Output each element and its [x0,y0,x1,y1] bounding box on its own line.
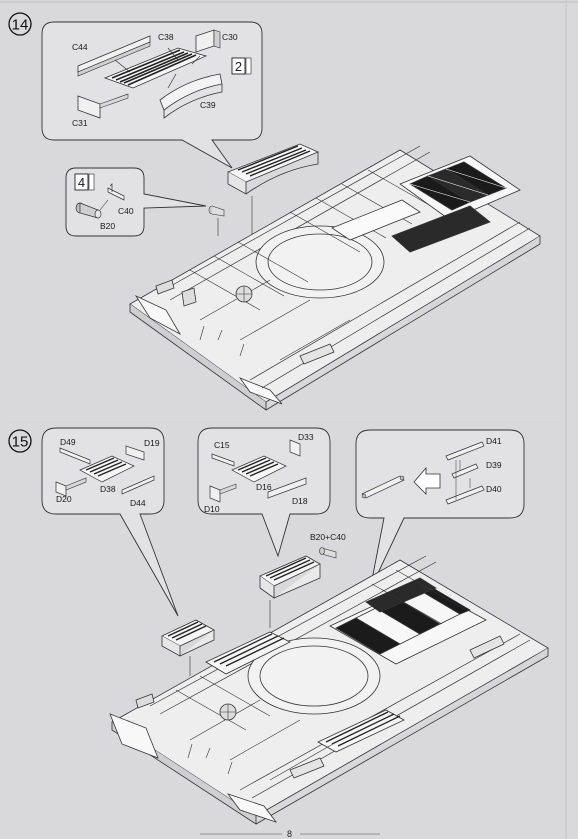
part-d41 [445,441,485,461]
part-d18 [267,477,307,499]
part-d19 [125,445,145,461]
step-15-small-part [319,547,337,559]
part-d33 [289,439,301,457]
part-d49 [59,447,91,465]
step-15-callout-mid [197,427,331,558]
label-d16: D16 [256,482,272,492]
part-d16 [231,455,287,483]
part-d39 [451,463,479,479]
step-15-subassembly-left [161,619,215,657]
label-d38: D38 [100,484,116,494]
label-d18: D18 [292,496,308,506]
part-c38 [103,47,208,89]
part-d10 [209,483,237,503]
part-c44 [77,35,151,77]
label-c40: C40 [118,206,134,216]
step-14: 14 C44 C38 C30 C [8,12,541,411]
label-c15: C15 [214,440,230,450]
label-d49: D49 [60,437,76,447]
step-15-badge [8,429,32,453]
part-c39 [159,73,223,119]
step-15-callout-left [41,427,179,617]
label-d44: D44 [130,498,146,508]
step-14-number: 14 [12,17,29,34]
label-b20-c40: B20+C40 [310,532,346,542]
part-c15 [211,453,235,467]
label-d19: D19 [144,438,160,448]
label-d41: D41 [486,436,502,446]
step-14-subassembly [227,143,320,195]
step-15-callout-right [355,429,525,591]
step-15-subassembly-mid [259,555,321,599]
label-c38: C38 [158,32,174,42]
part-c31 [77,93,129,119]
step-14-small-part [208,205,225,217]
label-c44: C44 [72,42,88,52]
label-c30: C30 [222,32,238,42]
step-15-hull [109,555,549,825]
quantity-2: 2 [235,59,242,74]
part-b20 [75,202,102,219]
page-number: 8 [287,829,293,839]
step-15-number: 15 [12,434,29,451]
part-d20 [55,477,87,497]
arrow-left-icon [413,466,441,495]
part-c30 [195,29,221,53]
label-d33: D33 [298,432,314,442]
label-d39: D39 [486,460,502,470]
step-14-badge [8,12,32,36]
part-d38 [79,455,135,483]
quantity-badge-4 [74,173,89,191]
part-d40 [445,485,485,505]
label-c39: C39 [200,100,216,110]
step-15: 15 D49 D19 D20 D38 D44 [8,427,549,825]
step-14-callout-small [65,167,207,237]
part-d44 [121,475,155,495]
label-d40: D40 [486,484,502,494]
label-b20: B20 [100,221,115,231]
part-assembled-bar [361,475,405,499]
quantity-badge-2 [231,57,246,75]
label-d10: D10 [204,504,220,514]
part-c40 [107,183,125,201]
quantity-4: 4 [78,175,85,190]
label-d20: D20 [56,494,72,504]
label-c31: C31 [72,118,88,128]
step-14-hull [129,145,541,411]
